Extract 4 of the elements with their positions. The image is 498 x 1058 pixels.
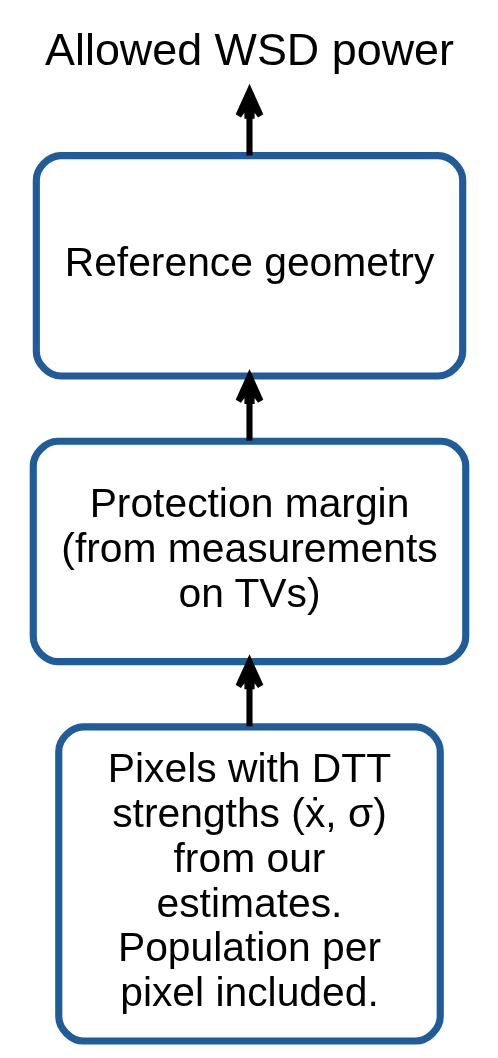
node-box: Reference geometry [32,152,466,380]
node-box: Pixels with DTT strengths (ẋ, σ) from our estimates. Population per pixel included. [54,723,444,1045]
node-text: Allowed WSD power [44,24,454,76]
node-box: Protection margin (from measurements on TVs) [29,437,469,666]
